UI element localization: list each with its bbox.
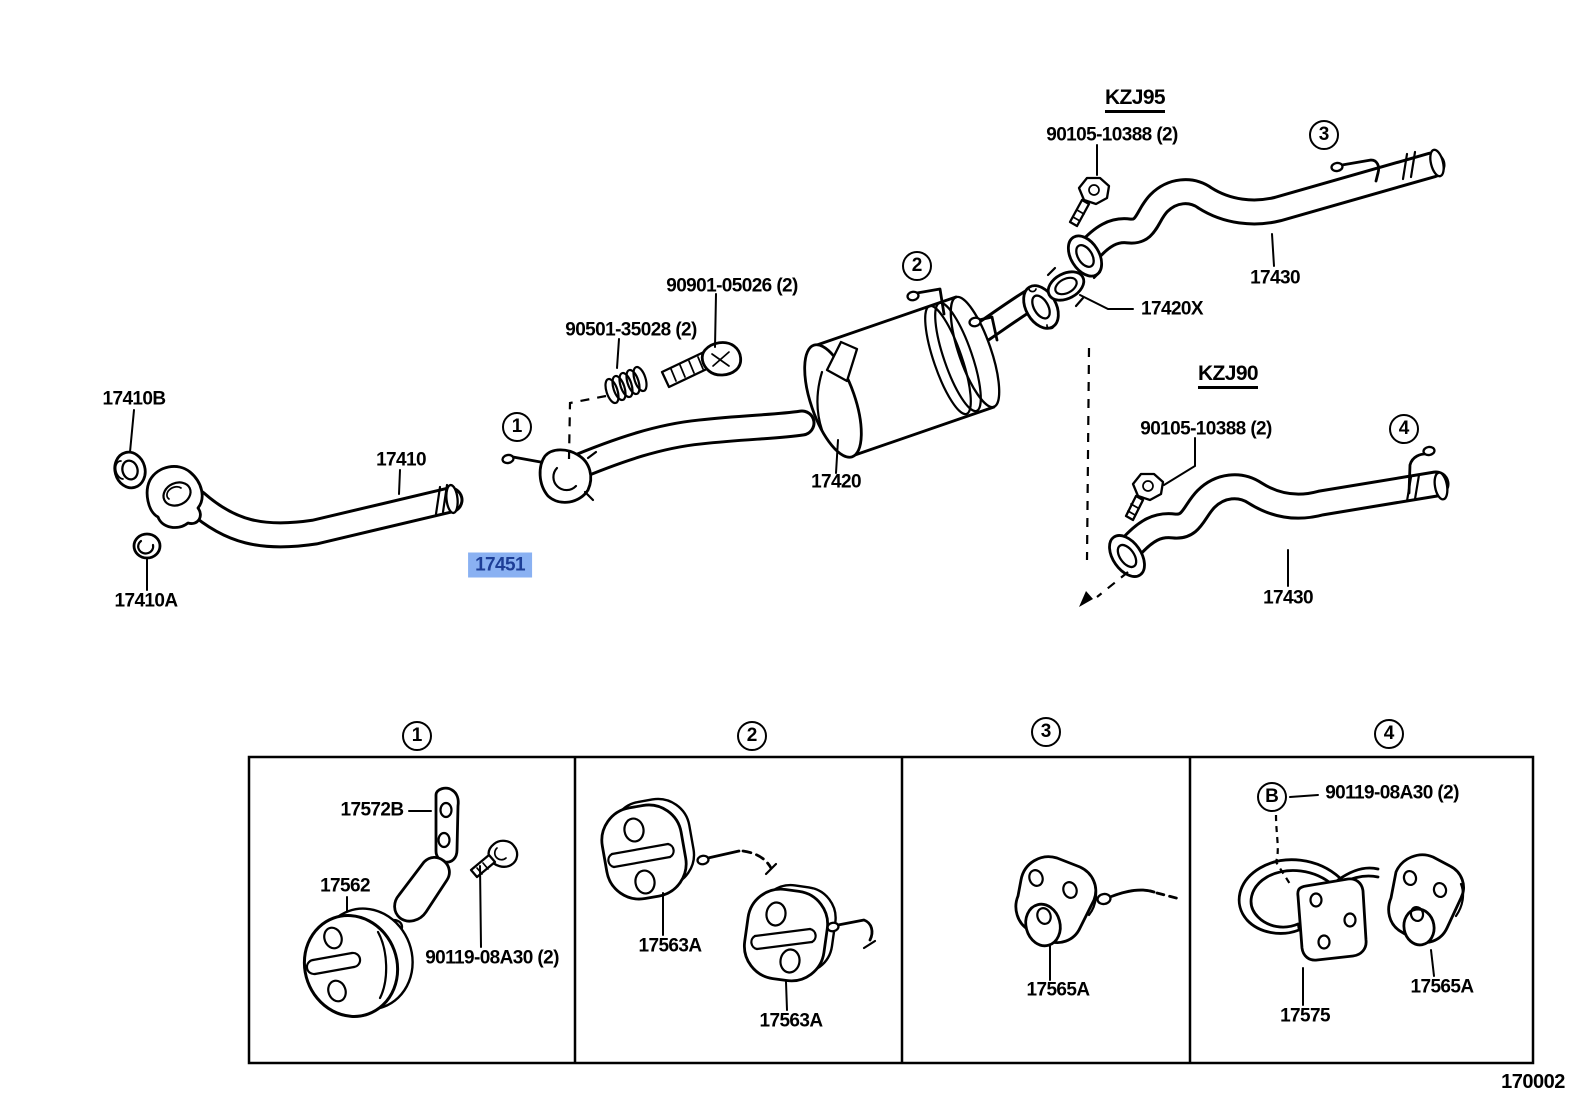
cell4-parts (1237, 794, 1465, 1006)
part-label-90105-10388-kzj90[interactable]: 90105-10388 (2) (1140, 418, 1272, 440)
part-label-17563A-upper[interactable]: 17563A (638, 935, 703, 957)
hanger-bracket-front (501, 448, 598, 504)
callout-2-main: 2 (902, 251, 932, 281)
callout-1-main: 1 (502, 412, 532, 442)
hanger-table-frame (247, 755, 1535, 1065)
part-label-17420X[interactable]: 17420X (1141, 298, 1204, 320)
kzj90-tailpipe-17430 (1079, 347, 1450, 607)
part-label-90119-08A30-cell4[interactable]: 90119-08A30 (2) (1325, 782, 1459, 804)
part-label-17575[interactable]: 17575 (1280, 1005, 1330, 1027)
muffler-assembly-17420 (549, 284, 1060, 489)
part-label-17562[interactable]: 17562 (320, 875, 370, 897)
figure-code: 170002 (1501, 1071, 1565, 1093)
part-label-90501-35028[interactable]: 90501-35028 (2) (565, 319, 697, 341)
callout-3-table: 3 (1031, 717, 1061, 747)
part-label-17410[interactable]: 17410 (376, 449, 426, 471)
part-label-17565A-cell3[interactable]: 17565A (1026, 979, 1091, 1001)
callout-4-table: 4 (1374, 719, 1404, 749)
cell2-parts (600, 797, 877, 1011)
front-pipe-17410 (145, 465, 464, 549)
part-label-17565A-cell4[interactable]: 17565A (1410, 976, 1475, 998)
nut-17410A (132, 532, 162, 591)
part-label-17430-kzj95[interactable]: 17430 (1250, 267, 1300, 289)
part-label-90901-05026[interactable]: 90901-05026 (2) (666, 275, 798, 297)
callout-4-main: 4 (1389, 414, 1419, 444)
section-title-kzj90: KZJ90 (1197, 363, 1259, 389)
callout-3-main: 3 (1309, 120, 1339, 150)
part-label-17430-kzj90[interactable]: 17430 (1263, 587, 1313, 609)
section-title-kzj95: KZJ95 (1104, 87, 1166, 113)
part-label-90119-08A30-cell1[interactable]: 90119-08A30 (2) (425, 947, 559, 969)
spring-90501 (567, 338, 648, 460)
part-label-17572B[interactable]: 17572B (340, 799, 405, 821)
part-label-17563A-lower[interactable]: 17563A (759, 1010, 824, 1032)
ref-marker-B: B (1257, 782, 1287, 812)
cell3-parts (1014, 855, 1182, 981)
callout-1-table: 1 (402, 721, 432, 751)
kzj95-tailpipe-17430 (1066, 144, 1446, 278)
callout-2-table: 2 (737, 721, 767, 751)
bolt-90901 (660, 293, 743, 389)
part-label-17410A[interactable]: 17410A (114, 590, 179, 612)
part-label-17451-highlighted[interactable]: 17451 (468, 552, 532, 578)
part-label-90105-10388-kzj95[interactable]: 90105-10388 (2) (1046, 124, 1178, 146)
part-label-17420[interactable]: 17420 (811, 471, 861, 493)
gasket-17410B (113, 409, 147, 490)
part-label-17410B[interactable]: 17410B (102, 388, 167, 410)
gasket-17420X (1046, 266, 1134, 310)
cell1-parts (302, 786, 519, 1018)
